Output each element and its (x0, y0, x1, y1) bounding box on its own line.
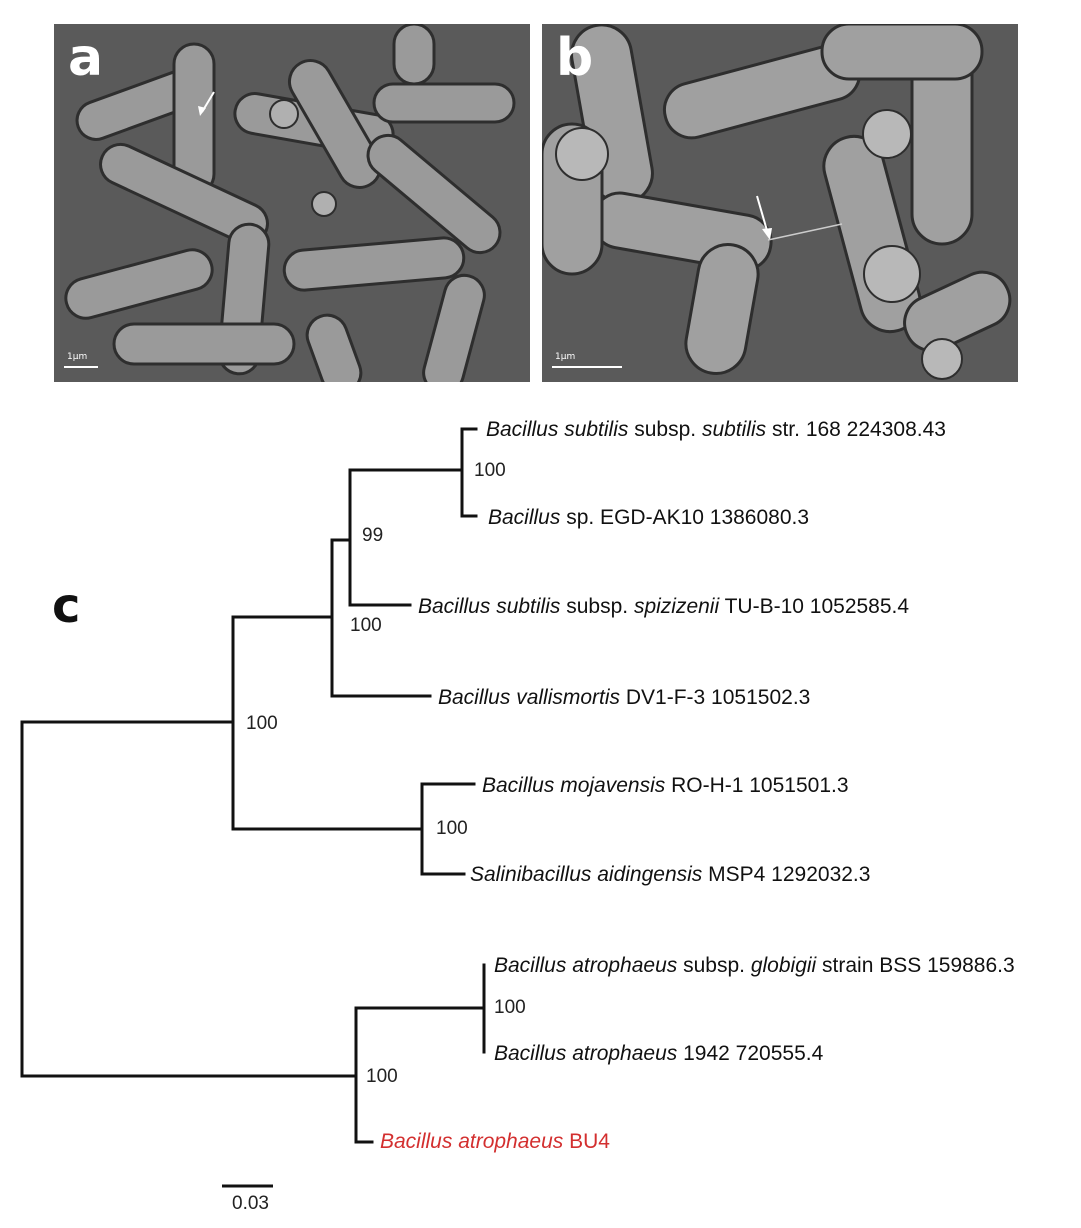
bootstrap-value: 100 (436, 818, 468, 839)
bootstrap-value: 100 (494, 997, 526, 1018)
taxon-label: Bacillus vallismortis DV1-F-3 1051502.3 (438, 686, 810, 709)
taxon-name-text: 1942 720555.4 (677, 1042, 823, 1065)
taxon-name-text: DV1-F-3 1051502.3 (620, 686, 810, 709)
taxon-name-italic: globigii (751, 954, 818, 977)
taxon-name-text: BU4 (563, 1130, 610, 1153)
panel-label-a: a (68, 28, 104, 88)
bootstrap-value: 100 (246, 713, 278, 734)
taxon-name-italic: Bacillus vallismortis (438, 686, 621, 709)
taxon-name-text: MSP4 1292032.3 (702, 863, 870, 886)
bootstrap-value: 100 (366, 1066, 398, 1087)
tree-branches (20, 427, 486, 1144)
taxon-name-text: str. 168 224308.43 (766, 418, 946, 441)
taxon-name-italic: Bacillus subtilis (486, 418, 629, 441)
scale-label-b: 1μm (555, 352, 576, 362)
bootstrap-value: 99 (362, 525, 383, 546)
taxon-name-italic: subtilis (702, 418, 767, 441)
scale-bar-b (552, 366, 622, 368)
scale-label-a: 1μm (67, 352, 88, 362)
bootstrap-value: 100 (350, 615, 382, 636)
taxon-label: Bacillus atrophaeus 1942 720555.4 (494, 1042, 824, 1065)
taxon-name-text: RO-H-1 1051501.3 (665, 774, 848, 797)
taxon-name-italic: Bacillus (488, 506, 561, 529)
sem-micrograph-a (54, 24, 530, 382)
taxon-name-italic: Bacillus atrophaeus (380, 1130, 564, 1153)
panel-label-b: b (556, 28, 594, 88)
taxon-label: Bacillus subtilis subsp. subtilis str. 1… (486, 418, 946, 441)
taxon-name-text: subsp. (677, 954, 751, 977)
scale-bar-a (64, 366, 98, 368)
taxon-name-text: subsp. (628, 418, 702, 441)
taxon-name-text: strain BSS 159886.3 (816, 954, 1014, 977)
sem-image-panel-a: a 1μm (54, 24, 530, 382)
taxon-label: Salinibacillus aidingensis MSP4 1292032.… (470, 863, 870, 886)
phylogenetic-tree: Bacillus subtilis subsp. subtilis str. 1… (20, 418, 1015, 1214)
taxon-name-italic: spizizenii (634, 595, 721, 618)
taxon-label: Bacillus atrophaeus BU4 (380, 1130, 610, 1153)
panel-label-c: c (52, 578, 81, 634)
taxon-label: Bacillus mojavensis RO-H-1 1051501.3 (482, 774, 849, 797)
taxon-label: Bacillus atrophaeus subsp. globigii stra… (494, 954, 1015, 977)
taxon-label: Bacillus sp. EGD-AK10 1386080.3 (488, 506, 809, 529)
taxon-name-italic: Bacillus mojavensis (482, 774, 666, 797)
taxon-label: Bacillus subtilis subsp. spizizenii TU-B… (418, 595, 909, 618)
taxon-name-text: TU-B-10 1052585.4 (719, 595, 909, 618)
taxon-name-italic: Bacillus atrophaeus (494, 954, 678, 977)
taxon-name-text: sp. EGD-AK10 1386080.3 (560, 506, 809, 529)
taxon-name-italic: Salinibacillus aidingensis (470, 863, 703, 886)
taxon-name-text: subsp. (560, 595, 634, 618)
taxon-name-italic: Bacillus subtilis (418, 595, 561, 618)
sem-image-panel-b: b 1μm (542, 24, 1018, 382)
sem-micrograph-b (542, 24, 1018, 382)
tree-scale-label: 0.03 (232, 1193, 269, 1214)
bootstrap-value: 100 (474, 460, 506, 481)
taxon-name-italic: Bacillus atrophaeus (494, 1042, 678, 1065)
